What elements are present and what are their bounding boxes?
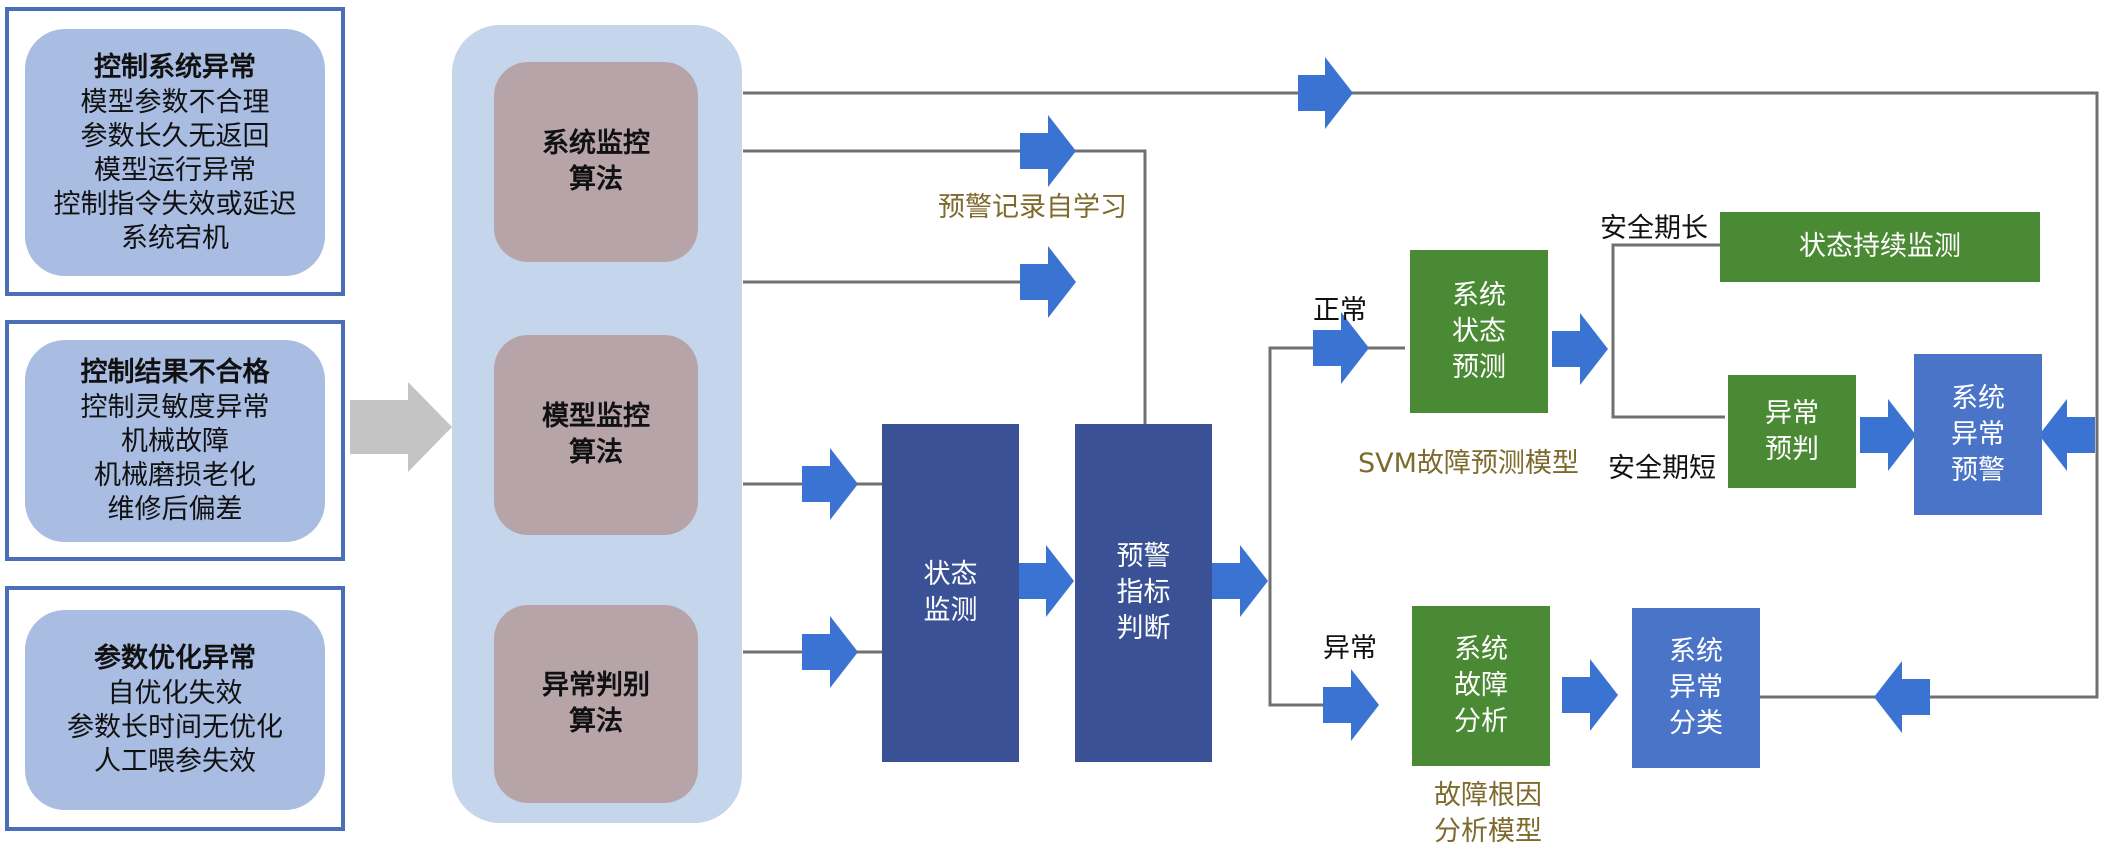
normal-label: 正常 xyxy=(1313,295,1367,326)
big-input-arrow xyxy=(350,382,452,472)
anomaly-prejudge-box: 异常 预判 xyxy=(1728,375,1856,488)
fault-analysis-box: 系统 故障 分析 xyxy=(1412,606,1550,766)
arrow-normal xyxy=(1313,312,1369,384)
self-learning-line xyxy=(743,149,1147,424)
state-prediction-box: 系统 状态 预测 xyxy=(1410,250,1548,413)
input-title: 参数优化异常 xyxy=(94,643,256,674)
arrow-model-alg xyxy=(802,448,858,520)
input-line: 参数长时间无优化 xyxy=(67,712,283,743)
input-line: 模型参数不合理 xyxy=(80,86,270,118)
state-monitoring-box: 状态 监测 xyxy=(882,424,1019,762)
input-param-optimization: 参数优化异常 自优化失效 参数长时间无优化 人工喂参失效 xyxy=(25,610,325,810)
arrow-prejudge-to-warning xyxy=(1860,399,1916,471)
input-line: 人工喂参失效 xyxy=(94,746,256,777)
input-control-result: 控制结果不合格 控制灵敏度异常 机械故障 机械磨损老化 维修后偏差 xyxy=(25,340,325,542)
input-frame-control-result: 控制结果不合格 控制灵敏度异常 机械故障 机械磨损老化 维修后偏差 xyxy=(5,320,345,561)
input-frame-control-system: 控制系统异常 模型参数不合理 参数长久无返回 模型运行异常 控制指令失效或延迟 … xyxy=(5,7,345,296)
arrow-analysis-to-classify xyxy=(1562,659,1618,731)
continuous-monitoring-box: 状态持续监测 xyxy=(1720,212,2040,282)
input-frame-param-optimization: 参数优化异常 自优化失效 参数长时间无优化 人工喂参失效 xyxy=(5,586,345,831)
input-line: 机械磨损老化 xyxy=(94,460,256,491)
input-line: 控制灵敏度异常 xyxy=(80,392,270,423)
arrow-middle xyxy=(1020,246,1076,318)
anomaly-classify-box: 系统 异常 分类 xyxy=(1632,608,1760,768)
arrow-predict-out xyxy=(1552,313,1608,385)
arrow-into-warning xyxy=(2039,399,2095,471)
safe-short-label: 安全期短 xyxy=(1608,453,1716,484)
system-monitor-algorithm: 系统监控 算法 xyxy=(494,62,698,262)
input-title: 控制结果不合格 xyxy=(80,357,270,388)
system-warning-box: 系统 异常 预警 xyxy=(1914,354,2042,515)
input-line: 模型运行异常 xyxy=(94,154,256,186)
warning-indicator-box: 预警 指标 判断 xyxy=(1075,424,1212,762)
arrow-judge-out xyxy=(1212,545,1268,617)
arrow-return-left xyxy=(1874,661,1930,733)
safe-long-label: 安全期长 xyxy=(1600,213,1708,244)
svm-model-label: SVM故障预测模型 xyxy=(1358,448,1579,479)
anomaly-detection-algorithm: 异常判别 算法 xyxy=(494,605,698,803)
self-learning-label: 预警记录自学习 xyxy=(938,192,1127,223)
arrow-abnormal xyxy=(1323,669,1379,741)
arrow-anomaly-alg xyxy=(802,616,858,688)
input-title: 控制系统异常 xyxy=(94,51,256,83)
root-cause-model-label: 故障根因 分析模型 xyxy=(1434,780,1542,847)
input-line: 参数长久无返回 xyxy=(80,120,270,152)
safe-period-bracket xyxy=(1611,243,1725,419)
arrow-monitor-to-judge xyxy=(1018,545,1074,617)
flow-arrows xyxy=(802,57,2095,741)
model-monitor-algorithm: 模型监控 算法 xyxy=(494,335,698,535)
input-line: 机械故障 xyxy=(121,426,229,457)
input-line: 维修后偏差 xyxy=(107,494,243,525)
arrow-top-loop xyxy=(1298,57,1353,129)
arrow-self-learning xyxy=(1020,115,1076,187)
input-line: 控制指令失效或延迟 xyxy=(53,188,297,220)
input-control-system: 控制系统异常 模型参数不合理 参数长久无返回 模型运行异常 控制指令失效或延迟 … xyxy=(25,29,325,276)
abnormal-label: 异常 xyxy=(1323,633,1377,664)
branch-split-line xyxy=(1268,346,1325,707)
input-line: 自优化失效 xyxy=(107,678,243,709)
input-line: 系统宕机 xyxy=(121,222,229,254)
